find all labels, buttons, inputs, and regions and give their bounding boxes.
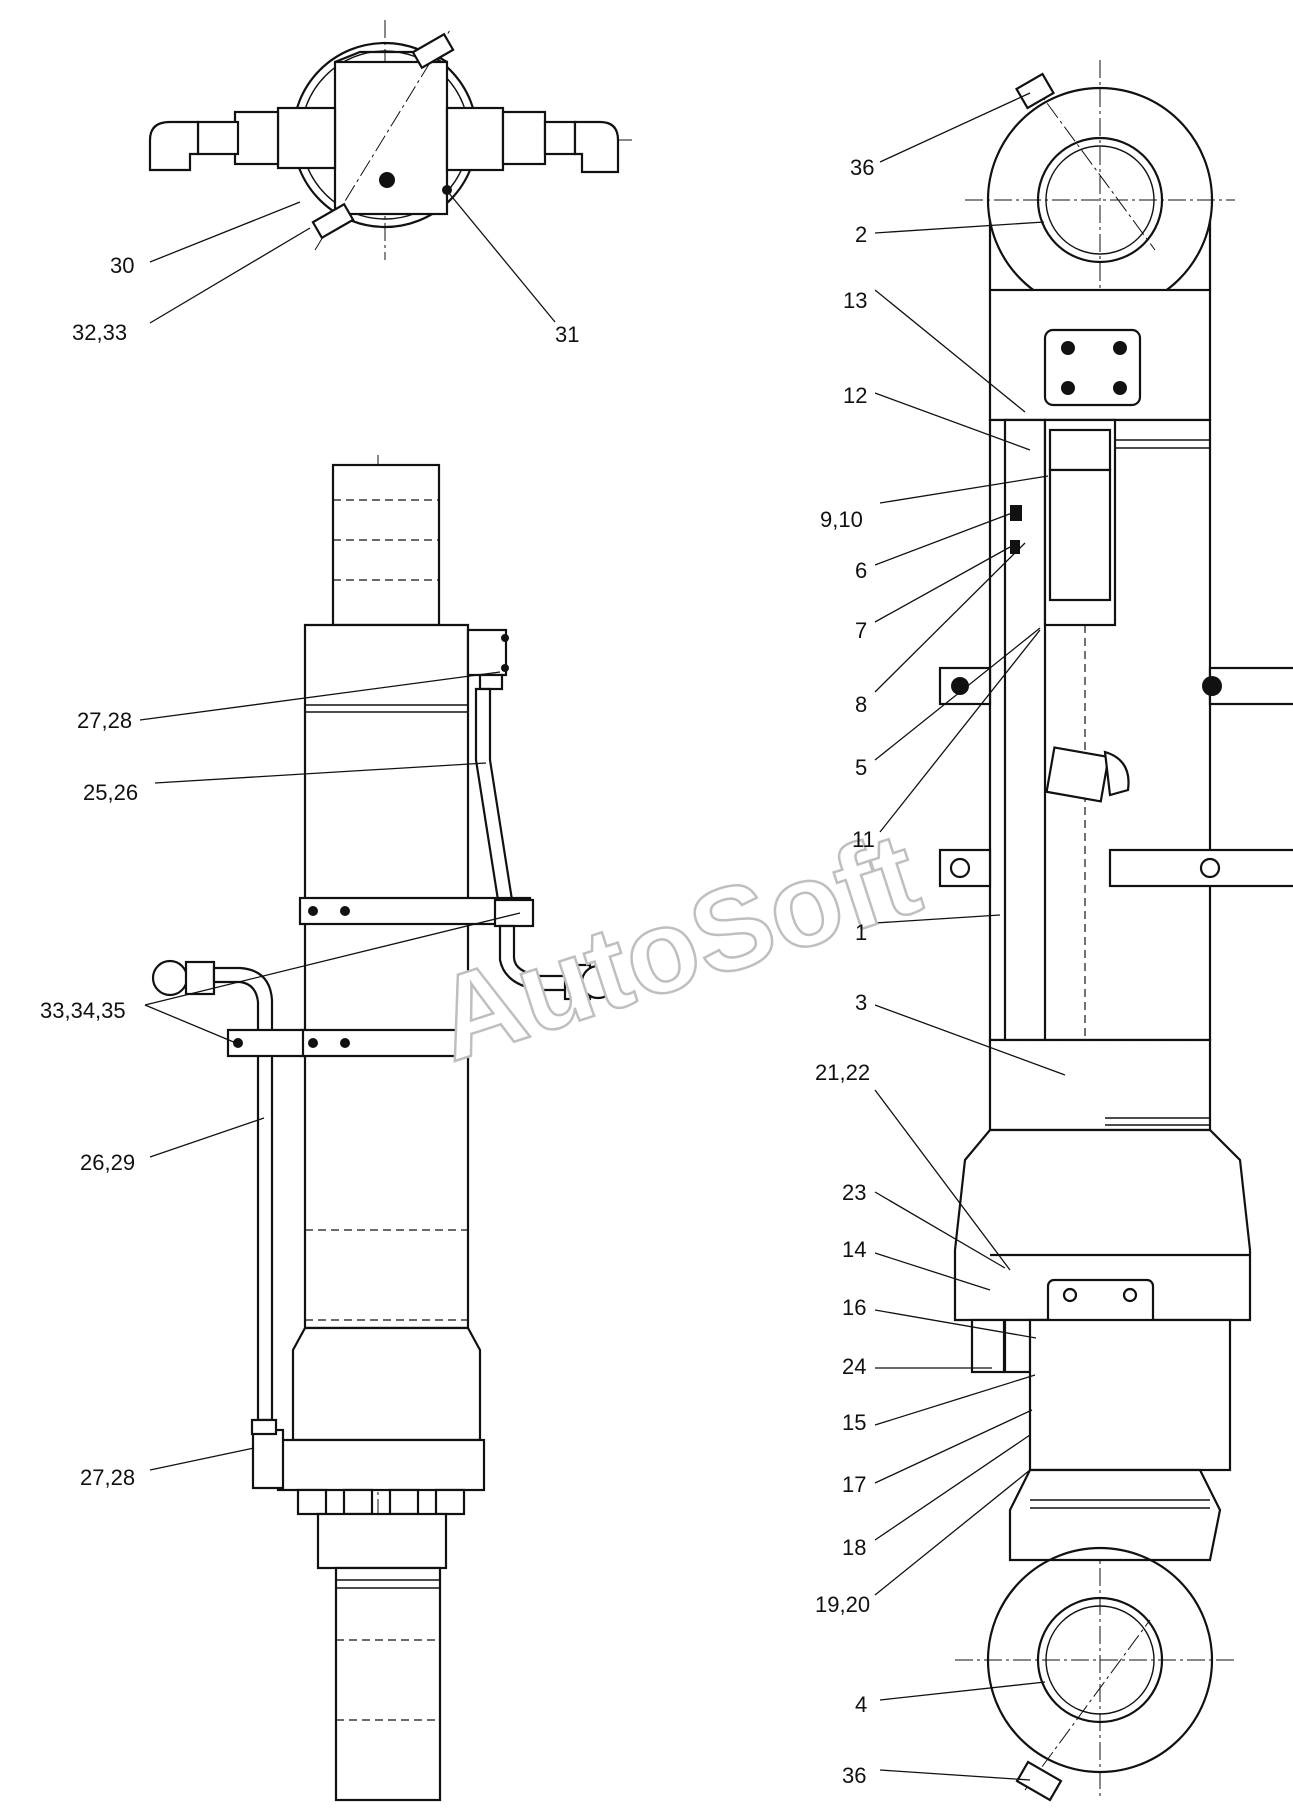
right-section-view [938, 60, 1293, 1802]
label-1: 1 [855, 920, 867, 945]
label-32-33: 32,33 [72, 320, 127, 345]
label-11: 11 [852, 827, 875, 852]
label-36-top: 36 [850, 155, 874, 180]
label-24: 24 [842, 1354, 866, 1379]
label-15: 15 [842, 1410, 866, 1435]
label-3: 3 [855, 990, 867, 1015]
label-23: 23 [842, 1180, 866, 1205]
label-13: 13 [843, 288, 867, 313]
label-8: 8 [855, 692, 867, 717]
label-25-26: 25,26 [83, 780, 138, 805]
label-31: 31 [555, 322, 579, 347]
label-26-29: 26,29 [80, 1150, 135, 1175]
label-19-20: 19,20 [815, 1592, 870, 1617]
left-side-view [151, 455, 616, 1802]
label-12: 12 [843, 383, 867, 408]
label-5: 5 [855, 755, 867, 780]
top-end-view [148, 20, 635, 260]
label-2: 2 [855, 222, 867, 247]
label-18: 18 [842, 1535, 866, 1560]
label-9-10: 9,10 [820, 507, 863, 532]
label-17: 17 [842, 1472, 866, 1497]
part-labels: 30 32,33 31 27,28 25,26 33,34,35 26,29 2… [40, 155, 875, 1788]
label-33-34-35: 33,34,35 [40, 998, 126, 1023]
label-30: 30 [110, 253, 134, 278]
label-4: 4 [855, 1692, 867, 1717]
label-27-28-lower: 27,28 [80, 1465, 135, 1490]
label-36-bottom: 36 [842, 1763, 866, 1788]
label-16: 16 [842, 1295, 866, 1320]
label-7: 7 [855, 618, 867, 643]
label-27-28-upper: 27,28 [77, 708, 132, 733]
label-21-22: 21,22 [815, 1060, 870, 1085]
leader-lines [139, 92, 1066, 1781]
label-6: 6 [855, 558, 867, 583]
label-14: 14 [842, 1237, 866, 1262]
